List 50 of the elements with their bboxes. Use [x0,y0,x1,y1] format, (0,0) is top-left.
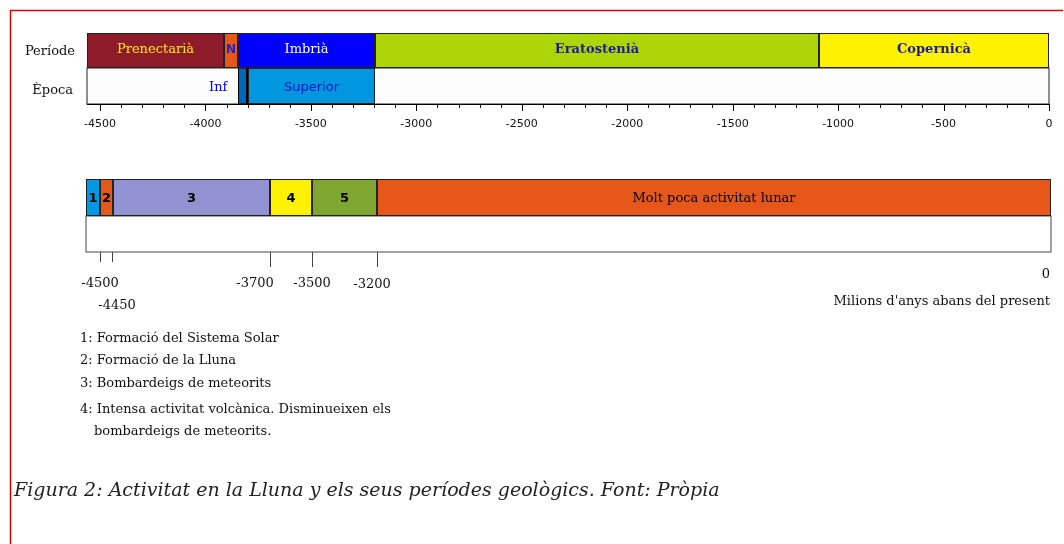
activity-band [100,179,113,216]
tick-label: 0 [1045,117,1053,130]
row-label: Període [24,43,75,58]
row-label: Època [32,82,73,97]
tick-label: -3500 [293,275,331,290]
tick-label: -4500 [84,117,116,130]
tick-label: 0 [1041,266,1050,281]
tick-label: -2000 [611,117,644,130]
band-label: 4 [286,190,296,205]
activity-band [312,179,377,216]
tick-label: -3200 [353,276,391,291]
period-band [375,33,819,68]
activity-band [377,179,1051,216]
tick-label: -3700 [236,275,274,290]
epoch-label: Inf [209,79,228,94]
band-label: N [225,41,236,56]
tick-label: -4000 [189,117,222,130]
note-text: 4: Intensa activitat volcànica. Disminueixen els bombardeigs de meteorits. [80,400,392,440]
tick-label: -3500 [294,117,327,130]
tick-label: -500 [931,117,957,130]
band-label: Eratostenià [554,41,640,56]
band-label: 1 [88,190,98,205]
activity-band [270,179,312,216]
epoch-band [248,68,375,104]
figure-caption: Figura 2: Activitat en la Lluna y els seus períodes geològics. Font: Pròpia [14,478,720,500]
tick-label: -2500 [505,117,538,130]
period-band [224,33,238,68]
band-label: Copernicà [897,41,971,56]
axis-title: Milions d'anys abans del present [833,293,1050,308]
band-label: Imbrià [284,41,329,56]
band-label: Molt poca activitat lunar [632,190,796,205]
note-text: 2: Formació de la Lluna [80,352,237,367]
band-label: 5 [339,190,349,205]
tick-label: -4450 [98,297,136,312]
period-band [238,33,375,68]
epoch-band [238,68,248,104]
tick-label: -4500 [81,275,119,290]
tick-label: -1500 [716,117,749,130]
band-label: 3 [186,190,196,205]
band-label: 2 [101,190,111,205]
activity-band [113,179,270,216]
period-band [819,33,1049,68]
tick-label: -3000 [400,117,433,130]
tick-label: -1000 [822,117,855,130]
note-text: 3: Bombardeigs de meteorits [80,375,272,390]
period-band [87,33,224,68]
band-label: Prenectarià [116,41,195,56]
note-text: 1: Formació del Sistema Solar [80,330,279,345]
activity-band [86,179,100,216]
band-label: Superior [284,78,339,94]
